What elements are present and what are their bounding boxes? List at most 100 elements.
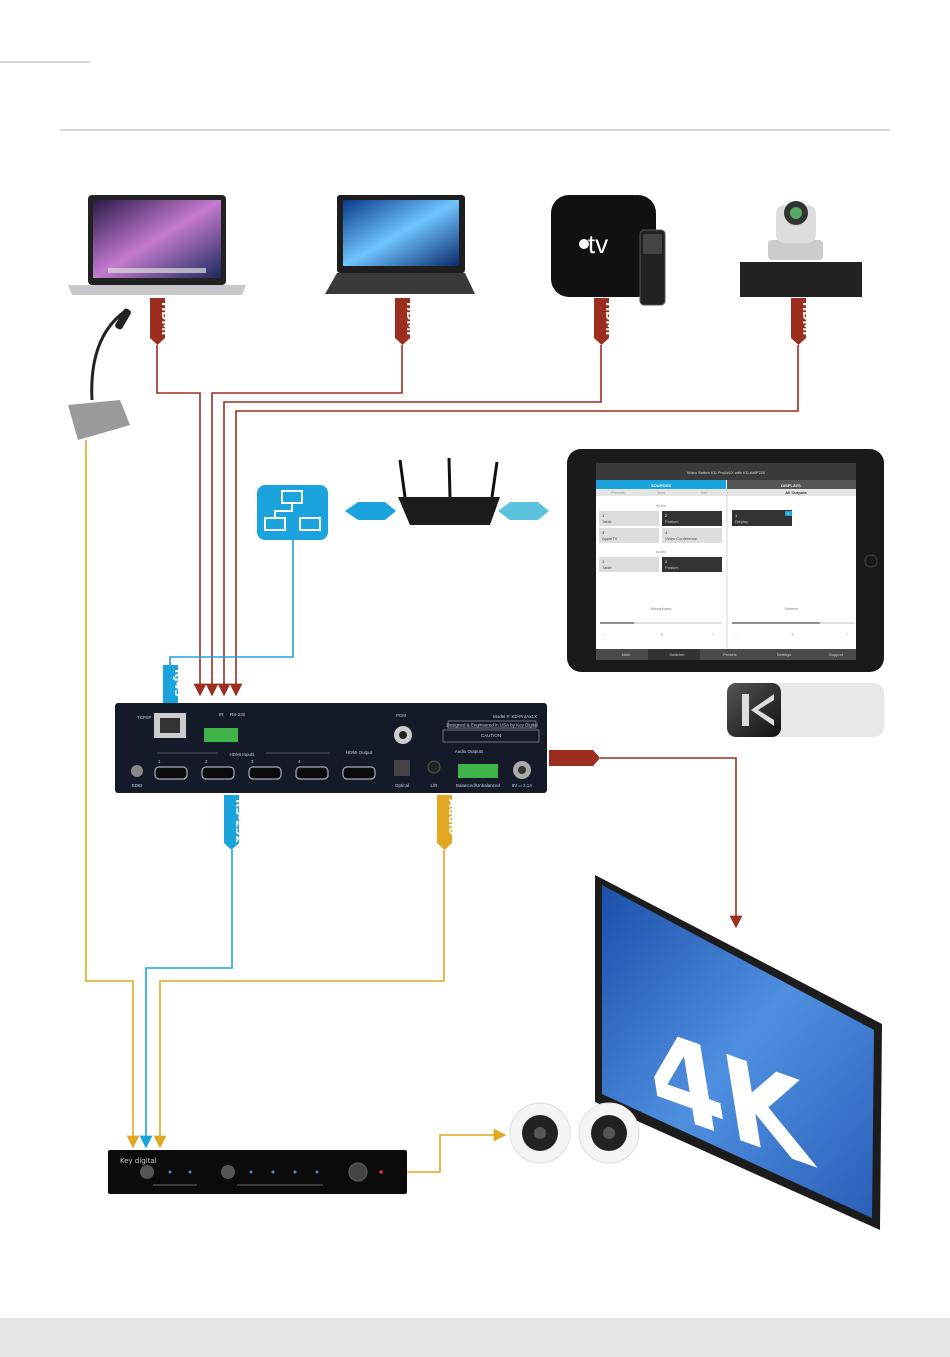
svg-text:HDMI: HDMI (603, 302, 616, 335)
key-digital-amplifier: Key digital (108, 1150, 407, 1194)
svg-text:Video: Video (656, 503, 667, 508)
svg-text:IR: IR (219, 712, 224, 717)
svg-text:Microphone: Microphone (651, 606, 673, 611)
svg-text:Audio: Audio (656, 549, 667, 554)
volume-plus-button[interactable]: + (846, 632, 849, 637)
hdmi-cable-4 (229, 345, 799, 697)
hdmi-switcher-rear-panel: TCP/IP IR RS-232 HDMI Inputs 1 2 3 4 HDM… (115, 703, 547, 793)
subtab-presets[interactable]: Presets (611, 490, 625, 495)
hdmi-output-cable (600, 757, 743, 929)
svg-text:HDMI Inputs: HDMI Inputs (229, 752, 255, 757)
hdmi-cable-2 (205, 345, 403, 697)
microphone-cable (85, 440, 140, 1149)
svg-text:3: 3 (602, 530, 605, 535)
tab-displays[interactable] (727, 480, 856, 489)
amp-volume-knob (348, 1162, 368, 1182)
svg-text:2: 2 (205, 759, 208, 764)
svg-text:HDMI Output: HDMI Output (346, 750, 373, 755)
svg-text:Podium: Podium (665, 565, 679, 570)
hdmi-output-port (342, 766, 376, 780)
hdmi-tag-1: HDMI (150, 298, 172, 345)
k-logo-icon (742, 694, 774, 726)
svg-text:Optical: Optical (395, 783, 409, 788)
subtab-set[interactable]: Set (701, 490, 708, 495)
svg-text:1: 1 (158, 759, 161, 764)
subtab-mon[interactable]: Mon (657, 490, 665, 495)
svg-text:1: 1 (787, 511, 790, 516)
rs232-tag: RS-232 (224, 795, 246, 850)
audio-terminal-block (458, 764, 498, 778)
app-title: Video Switch KD-ProAx1X with KD-AMP220 (687, 470, 766, 475)
amp-zone-button (221, 1165, 235, 1179)
optical-port (394, 760, 410, 776)
hdmi-tag-3: HDMI (594, 298, 616, 345)
nav-switcher[interactable]: Switcher (669, 652, 685, 657)
mic-plus-button[interactable]: + (712, 632, 715, 637)
svg-text:HDMI: HDMI (800, 302, 813, 335)
volume-minus-button[interactable]: − (735, 632, 738, 637)
lan-arrow (345, 502, 396, 520)
laptop-source (325, 195, 475, 294)
speaker-cable (407, 1128, 507, 1173)
rj45-tag: RJ45 (163, 665, 185, 712)
svg-text:4: 4 (665, 530, 668, 535)
nav-settings[interactable]: Settings (777, 652, 791, 657)
svg-text:RS-232: RS-232 (233, 799, 246, 843)
macbook-source (68, 195, 246, 295)
nav-main[interactable]: Main (622, 652, 631, 657)
nav-support[interactable]: Support (829, 652, 844, 657)
svg-text:Audio Outputs: Audio Outputs (455, 749, 484, 754)
svg-text:RS-232: RS-232 (230, 712, 246, 717)
hdmi-cable-3 (217, 345, 602, 697)
svg-text:Designed & Engineered in USA b: Designed & Engineered in USA by Key Digi… (446, 723, 537, 728)
svg-text:1: 1 (735, 513, 738, 518)
tab-sources[interactable] (596, 480, 726, 489)
svg-text:2: 2 (665, 559, 668, 564)
svg-text:HDMI: HDMI (404, 302, 417, 335)
svg-text:All Outputs: All Outputs (785, 490, 807, 495)
svg-text:Table: Table (602, 519, 612, 524)
nav-presets[interactable]: Presets (723, 652, 737, 657)
ceiling-speakers (509, 1102, 640, 1164)
svg-text:2: 2 (665, 513, 668, 518)
svg-text:5V ═ 2.1A: 5V ═ 2.1A (512, 783, 532, 788)
svg-text:TCP/IP: TCP/IP (137, 715, 152, 720)
svg-text:4: 4 (298, 759, 301, 764)
svg-text:EDID: EDID (132, 783, 144, 788)
network-icon (257, 485, 328, 540)
svg-text:Model #: KD-ProAx1X: Model #: KD-ProAx1X (493, 714, 537, 719)
amp-input-button (140, 1165, 154, 1179)
svg-text:Podium: Podium (665, 519, 679, 524)
svg-text:1: 1 (602, 513, 605, 518)
gooseneck-microphone (68, 308, 131, 440)
svg-text:DISPLAYS: DISPLAYS (781, 483, 801, 488)
svg-text:Video Conference: Video Conference (665, 536, 698, 541)
svg-text:HDMI: HDMI (159, 302, 172, 335)
footer-band (0, 1318, 950, 1357)
4k-display: 4K (595, 875, 882, 1230)
svg-text:Audio: Audio (446, 799, 459, 835)
hdmi-tag-2: HDMI (395, 298, 417, 345)
hdmi-input-port-2 (201, 766, 235, 780)
svg-text:Display: Display (735, 519, 748, 524)
svg-text:CAUTION: CAUTION (481, 733, 501, 738)
svg-text:Table: Table (602, 565, 612, 570)
apple-tv-logo: tv (588, 229, 608, 259)
volume-mute-icon[interactable]: ✕ (791, 632, 794, 637)
svg-text:AppleTV: AppleTV (602, 536, 618, 541)
audio-cable (153, 850, 445, 1149)
mic-mute-icon[interactable]: ✕ (660, 632, 663, 637)
hdmi-tag-4: HDMI (791, 298, 813, 345)
mic-minus-button[interactable]: − (604, 632, 607, 637)
svg-text:1: 1 (602, 559, 605, 564)
hdmi-input-port-3 (248, 766, 282, 780)
key-digital-app-badge (727, 683, 884, 737)
